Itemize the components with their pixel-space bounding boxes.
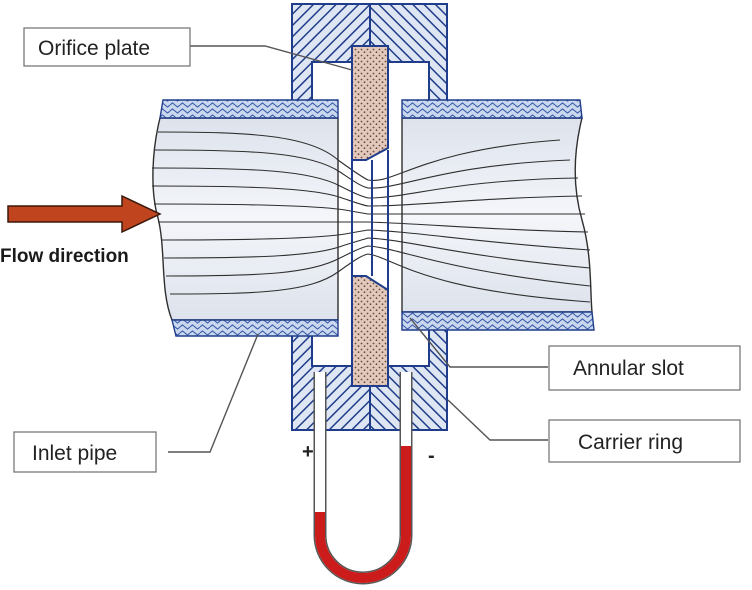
- annular-slot-label: Annular slot: [573, 357, 684, 380]
- inlet-pipe: [152, 99, 339, 337]
- mercury-column: [315, 446, 411, 583]
- flow-direction-label: Flow direction: [0, 246, 129, 267]
- carrier-ring-callout: Carrier ring: [548, 419, 741, 463]
- inlet-pipe-callout: Inlet pipe: [13, 431, 157, 473]
- plus-sign: +: [302, 441, 314, 463]
- inlet-pipe-label: Inlet pipe: [32, 442, 117, 465]
- minus-sign: -: [428, 445, 435, 467]
- annular-slot-leader: [409, 317, 548, 368]
- carrier-ring-leader: [447, 399, 548, 441]
- annular-slot-callout: Annular slot: [548, 345, 741, 391]
- carrier-ring-label: Carrier ring: [578, 431, 683, 454]
- u-tube-manometer: [313, 372, 413, 585]
- inlet-pipe-leader: [168, 333, 259, 453]
- right-arrow-icon: [7, 194, 162, 234]
- orifice-plate-leader: [190, 45, 353, 71]
- orifice-plate-callout: Orifice plate: [23, 27, 191, 67]
- flow-streamlines: [151, 131, 591, 303]
- orifice-plate-label: Orifice plate: [38, 37, 150, 60]
- orifice-plate: [351, 45, 389, 387]
- outlet-pipe: [401, 99, 595, 331]
